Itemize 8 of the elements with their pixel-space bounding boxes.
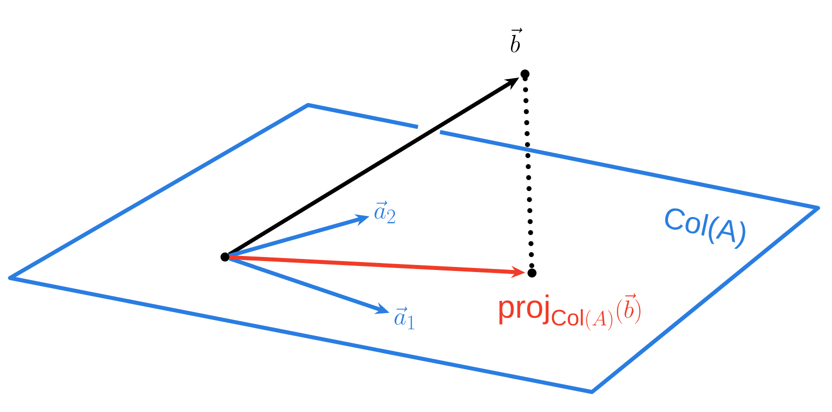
- point: [520, 70, 530, 78]
- vector-label: $\vec{a}_1$: [394, 306, 414, 330]
- beside-label: $\mathrm{proj}_{\mathrm{Col}(A)}(\vec{b})$: [499, 293, 640, 331]
- beside-label: $\vec{b}$: [510, 28, 522, 52]
- connector: [522, 76, 534, 269]
- point: [220, 252, 230, 262]
- vector-label: $\vec{a}_2$: [374, 200, 396, 224]
- point: [528, 268, 536, 278]
